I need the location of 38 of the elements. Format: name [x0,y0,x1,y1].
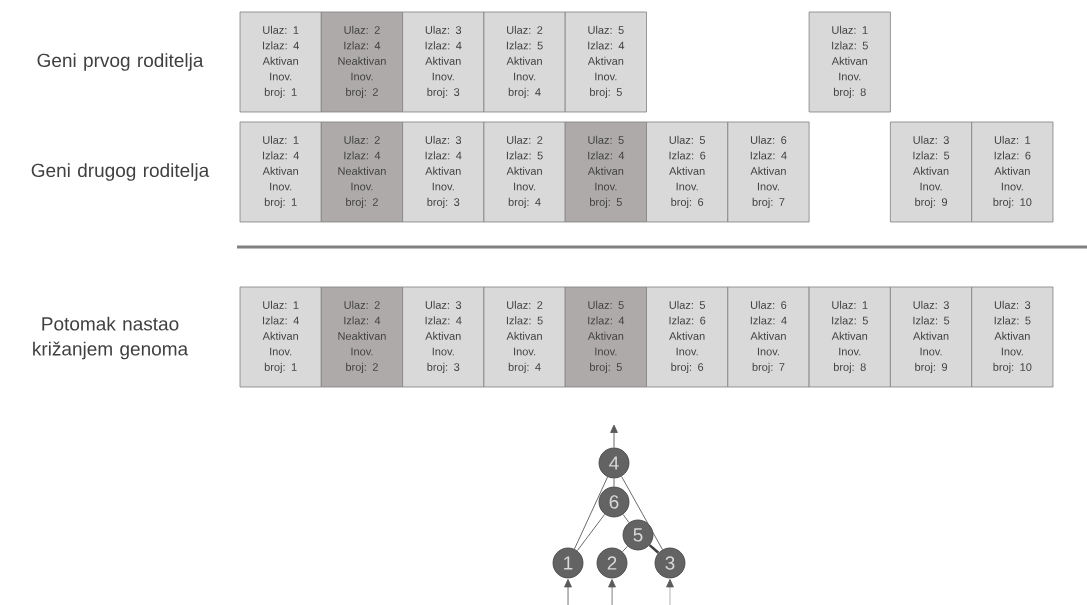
gene-box: Ulaz: 5 Izlaz: 4 Aktivan Inov. broj: 5 [564,286,647,388]
gene-box: Ulaz: 1 Izlaz: 5 Aktivan Inov. broj: 8 [808,11,891,113]
gene-box: Ulaz: 2 Izlaz: 5 Aktivan Inov. broj: 4 [483,11,566,113]
gene-box: Ulaz: 2 Izlaz: 4 Neaktivan Inov. broj: 2 [320,286,403,388]
connection-line [648,544,660,554]
connection-line [574,476,609,550]
row-label: Potomak nastao križanjem genoma [33,316,189,360]
arrow [610,424,618,449]
arrow [608,579,616,605]
gene-box: Ulaz: 1 Izlaz: 4 Aktivan Inov. broj: 1 [239,121,322,223]
gene-box: Ulaz: 3 Izlaz: 5 Aktivan Inov. broj: 9 [890,121,973,223]
gene-box: Ulaz: 5 Izlaz: 4 Aktivan Inov. broj: 5 [564,121,647,223]
gene-box: Ulaz: 3 Izlaz: 4 Aktivan Inov. broj: 3 [402,121,485,223]
gene-box: Ulaz: 3 Izlaz: 5 Aktivan Inov. broj: 9 [890,286,973,388]
connection-line [613,477,615,488]
gene-box: Ulaz: 5 Izlaz: 6 Aktivan Inov. broj: 6 [646,286,729,388]
row-label: Geni drugog roditelja [31,163,210,181]
connection-line [621,475,663,550]
connection-line [576,513,606,552]
gene-box: Ulaz: 5 Izlaz: 4 Aktivan Inov. broj: 5 [564,11,647,113]
gene-box: Ulaz: 1 Izlaz: 5 Aktivan Inov. broj: 8 [808,286,891,388]
gene-box: Ulaz: 6 Izlaz: 4 Aktivan Inov. broj: 7 [727,121,810,223]
gene-box: Ulaz: 1 Izlaz: 6 Aktivan Inov. broj: 10 [971,121,1054,223]
gene-box: Ulaz: 3 Izlaz: 4 Aktivan Inov. broj: 3 [402,286,485,388]
arrow [564,579,572,605]
gene-box: Ulaz: 2 Izlaz: 4 Neaktivan Inov. broj: 2 [320,11,403,113]
gene-box: Ulaz: 2 Izlaz: 5 Aktivan Inov. broj: 4 [483,286,566,388]
connection-line [622,514,630,523]
gene-box: Ulaz: 2 Izlaz: 5 Aktivan Inov. broj: 4 [483,121,566,223]
gene-box: Ulaz: 3 Izlaz: 5 Aktivan Inov. broj: 10 [971,286,1054,388]
gene-box: Ulaz: 3 Izlaz: 4 Aktivan Inov. broj: 3 [402,11,485,113]
gene-box: Ulaz: 6 Izlaz: 4 Aktivan Inov. broj: 7 [727,286,810,388]
gene-box: Ulaz: 1 Izlaz: 4 Aktivan Inov. broj: 1 [239,286,322,388]
gene-box: Ulaz: 2 Izlaz: 4 Neaktivan Inov. broj: 2 [320,121,403,223]
connection-line [622,545,628,553]
gene-box: Ulaz: 5 Izlaz: 6 Aktivan Inov. broj: 6 [646,121,729,223]
gene-box: Ulaz: 1 Izlaz: 4 Aktivan Inov. broj: 1 [239,11,322,113]
row-label: Geni prvog roditelja [37,53,204,71]
